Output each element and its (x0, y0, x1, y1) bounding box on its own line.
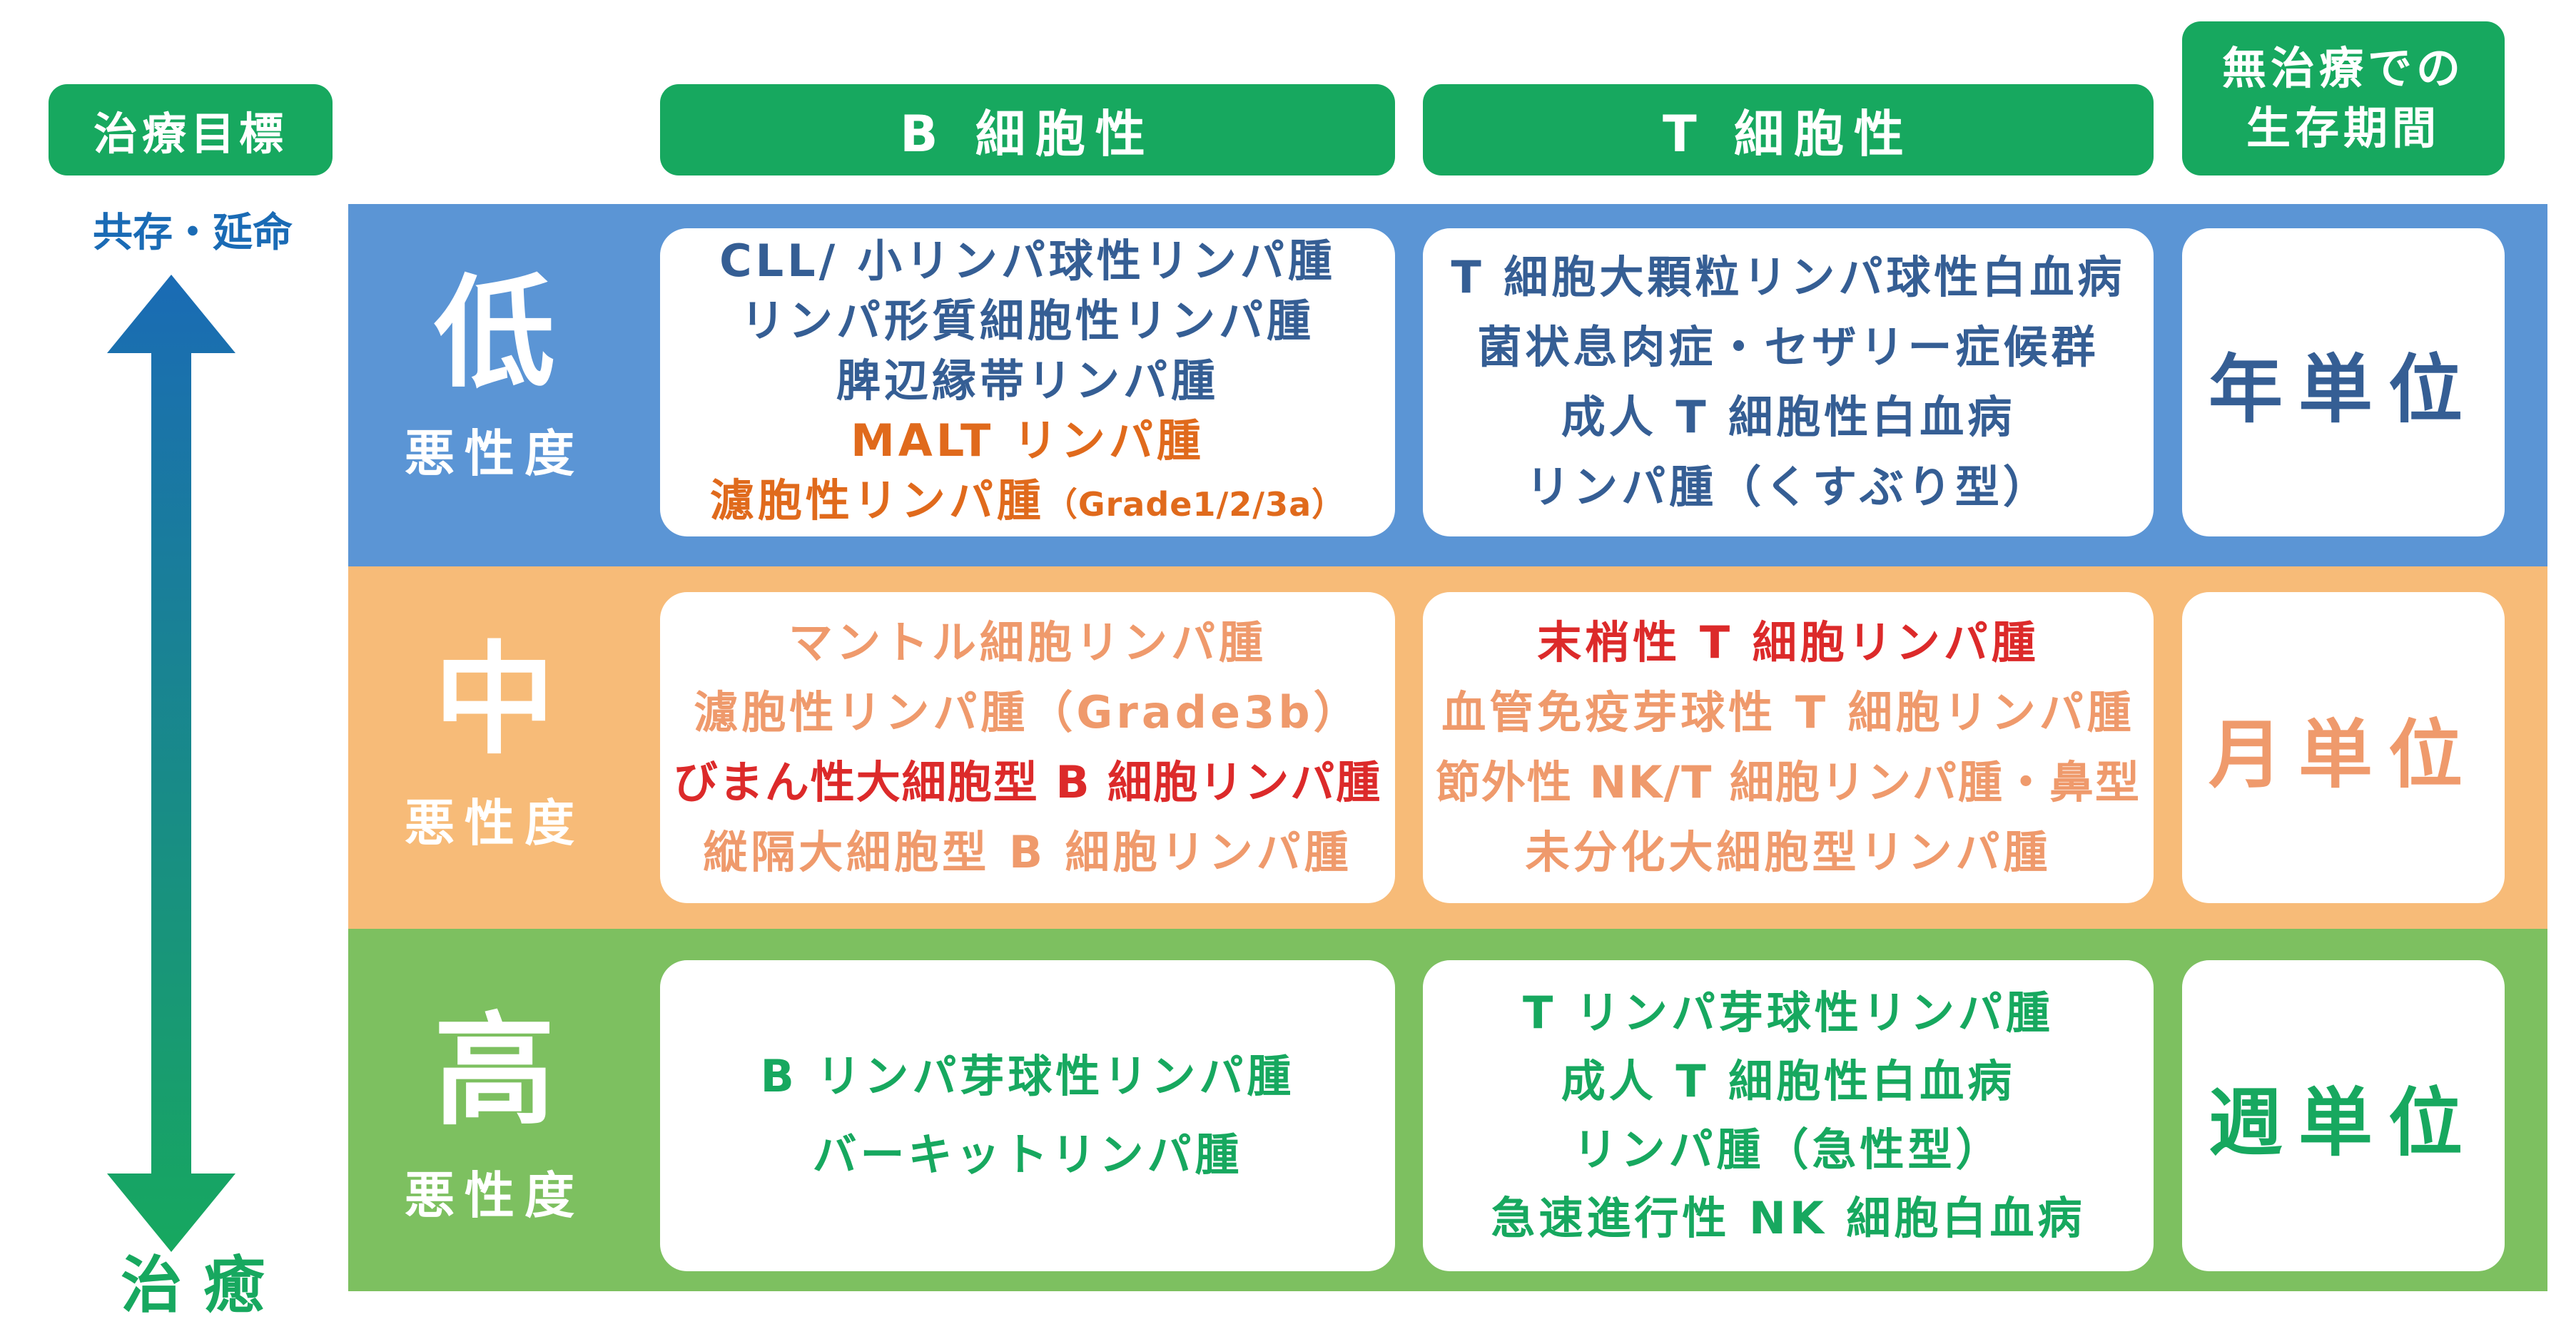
high-grade-kanji: 高 (433, 1001, 555, 1142)
b-cell-header-label: B 細胞性 (900, 104, 1155, 163)
survival-value: 月単位 (2208, 711, 2478, 798)
disease-item: T リンパ芽球性リンパ腫 (1523, 987, 2054, 1039)
disease-item: 急速進行性 NK 細胞白血病 (1491, 1192, 2086, 1244)
mid-survival-card: 月単位 (2182, 592, 2505, 903)
survival-header-line1: 無治療での (2221, 42, 2465, 94)
mid-grade-kanji: 中 (433, 630, 555, 771)
mid-grade-label: 悪性度 (405, 794, 584, 852)
disease-item: リンパ形質細胞性リンパ腫 (740, 294, 1314, 347)
high-survival-card: 週単位 (2182, 960, 2505, 1271)
t-cell-header-label: T 細胞性 (1662, 104, 1915, 163)
disease-item: 濾胞性リンパ腫（Grade1/2/3a） (710, 471, 1345, 534)
high-t-cell-card: T リンパ芽球性リンパ腫 成人 T 細胞性白血病 リンパ腫（急性型） 急速進行性… (1423, 960, 2154, 1271)
disease-item-grade: （Grade1/2/3a） (1044, 484, 1346, 524)
disease-item: B リンパ芽球性リンパ腫 (760, 1050, 1295, 1102)
disease-item: 脾辺縁帯リンパ腫 (836, 354, 1219, 407)
high-grade-label: 悪性度 (405, 1166, 584, 1225)
axis-top-label: 共存・延命 (93, 210, 293, 256)
disease-item: MALT リンパ腫 (851, 414, 1205, 467)
disease-item-name: 濾胞性リンパ腫 (709, 474, 1045, 526)
low-t-cell-card: T 細胞大顆粒リンパ球性白血病 菌状息肉症・セザリー症候群 成人 T 細胞性白血… (1423, 228, 2154, 536)
b-cell-header: B 細胞性 (660, 84, 1395, 175)
low-survival-card: 年単位 (2182, 228, 2505, 536)
goal-header-label: 治療目標 (93, 108, 288, 160)
survival-value: 週単位 (2208, 1079, 2478, 1166)
double-arrow-icon (107, 275, 235, 1252)
disease-item: びまん性大細胞型 B 細胞リンパ腫 (673, 756, 1382, 808)
disease-item: 成人 T 細胞性白血病 (1561, 1055, 2016, 1107)
low-b-cell-card: CLL/ 小リンパ球性リンパ腫 リンパ形質細胞性リンパ腫 脾辺縁帯リンパ腫 MA… (660, 228, 1395, 536)
disease-item: 末梢性 T 細胞リンパ腫 (1537, 616, 2039, 668)
disease-item: リンパ腫（急性型） (1573, 1124, 2004, 1176)
disease-item: 菌状息肉症・セザリー症候群 (1477, 321, 2099, 373)
disease-item: リンパ腫（くすぶり型） (1526, 461, 2051, 513)
t-cell-header: T 細胞性 (1423, 84, 2154, 175)
disease-item: CLL/ 小リンパ球性リンパ腫 (719, 234, 1336, 287)
disease-item: 血管免疫芽球性 T 細胞リンパ腫 (1441, 686, 2135, 738)
goal-header: 治療目標 (49, 84, 333, 175)
low-grade-label: 悪性度 (405, 424, 584, 483)
survival-header: 無治療での 生存期間 (2182, 21, 2505, 175)
disease-item: 縦隔大細胞型 B 細胞リンパ腫 (703, 826, 1352, 878)
disease-item: マントル細胞リンパ腫 (788, 616, 1267, 668)
disease-item: 成人 T 細胞性白血病 (1561, 391, 2016, 443)
low-grade-kanji: 低 (433, 263, 555, 404)
disease-item: バーキットリンパ腫 (812, 1129, 1243, 1181)
high-b-cell-card: B リンパ芽球性リンパ腫 バーキットリンパ腫 (660, 960, 1395, 1271)
survival-value: 年単位 (2208, 345, 2478, 433)
disease-item: T 細胞大顆粒リンパ球性白血病 (1451, 251, 2126, 303)
mid-b-cell-card: マントル細胞リンパ腫 濾胞性リンパ腫（Grade3b） びまん性大細胞型 B 細… (660, 592, 1395, 903)
disease-item: 節外性 NK/T 細胞リンパ腫・鼻型 (1435, 756, 2141, 808)
axis-bottom-label: 治 癒 (121, 1250, 265, 1321)
disease-item: 未分化大細胞型リンパ腫 (1525, 826, 2052, 878)
mid-t-cell-card: 末梢性 T 細胞リンパ腫 血管免疫芽球性 T 細胞リンパ腫 節外性 NK/T 細… (1423, 592, 2154, 903)
disease-item: 濾胞性リンパ腫（Grade3b） (694, 686, 1361, 738)
survival-header-line2: 生存期間 (2246, 102, 2440, 154)
